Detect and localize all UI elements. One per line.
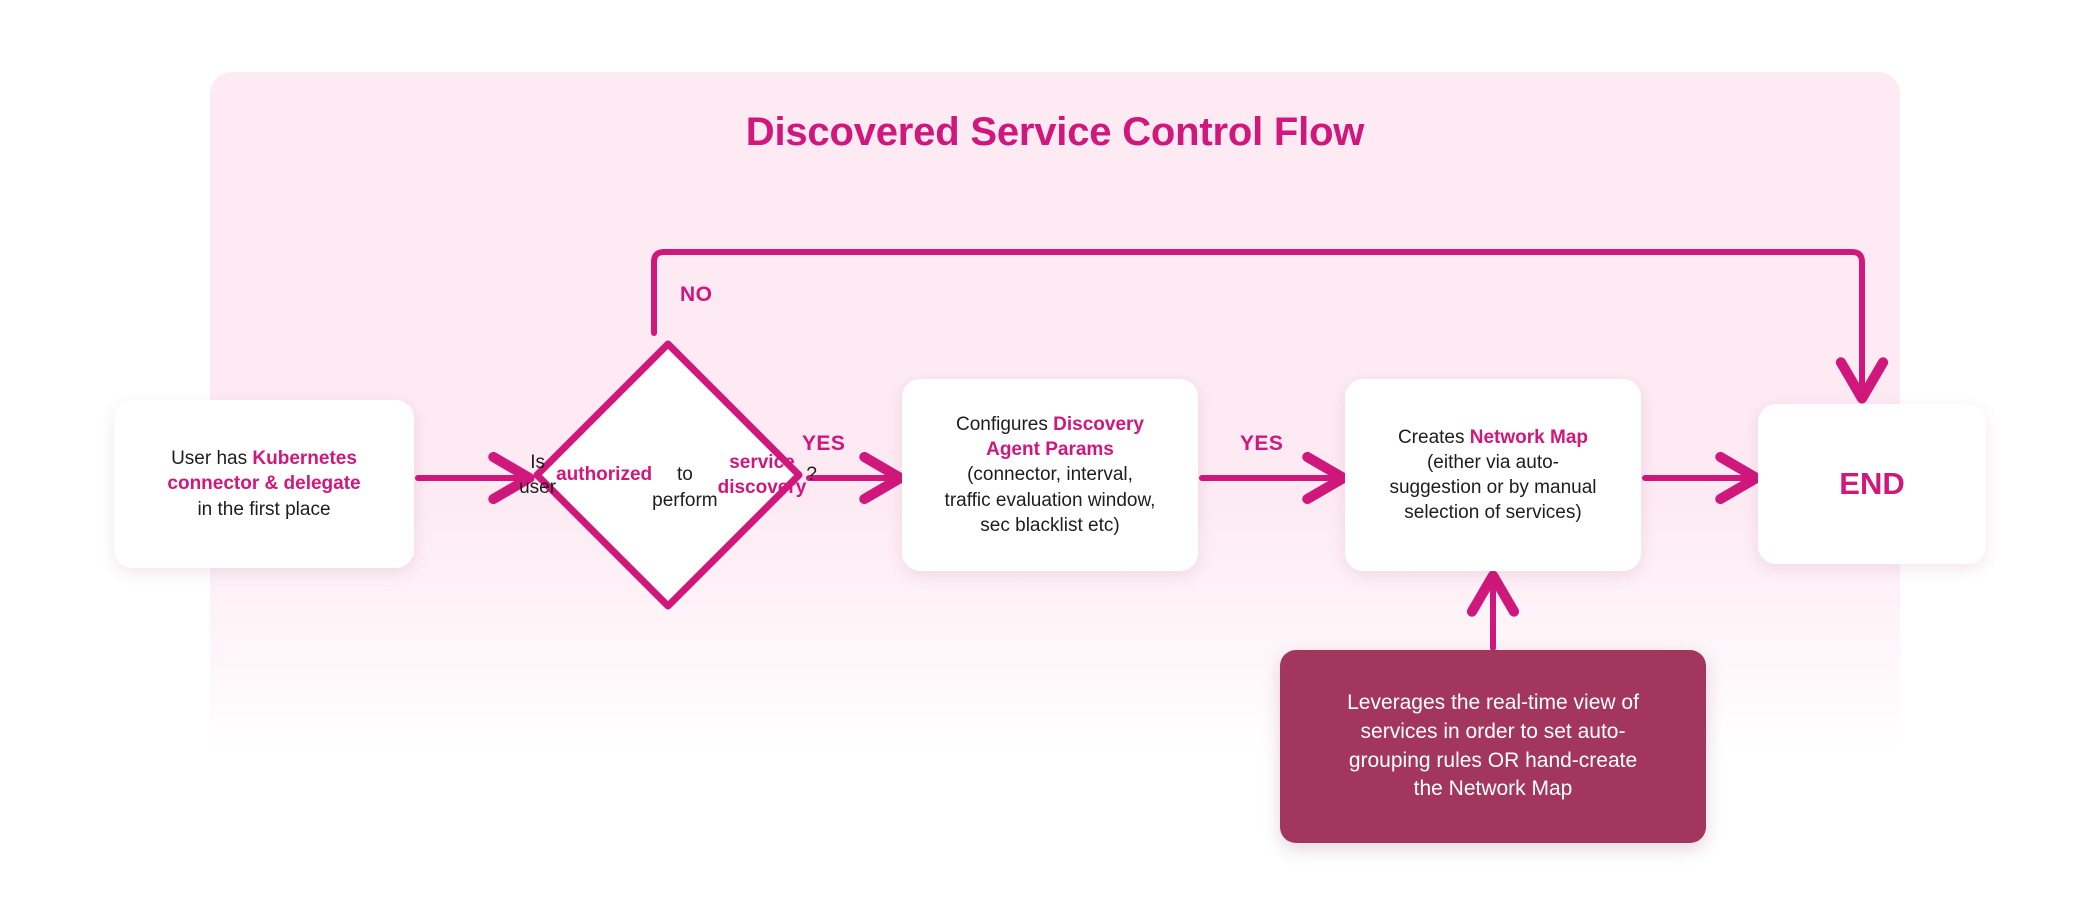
node-end[interactable]: END: [1758, 404, 1986, 564]
decision-diamond-shape: [533, 340, 803, 610]
edge-label-yes-1: YES: [802, 432, 846, 455]
node-creates-network-map[interactable]: Creates Network Map(either via auto-sugg…: [1345, 379, 1641, 571]
edge-label-no: NO: [680, 283, 713, 306]
node-end-label: END: [1839, 465, 1905, 501]
node-map-text: Creates Network Map(either via auto-sugg…: [1389, 426, 1597, 524]
edge-label-yes-2: YES: [1240, 432, 1284, 455]
page-title: Discovered Service Control Flow: [745, 110, 1365, 154]
